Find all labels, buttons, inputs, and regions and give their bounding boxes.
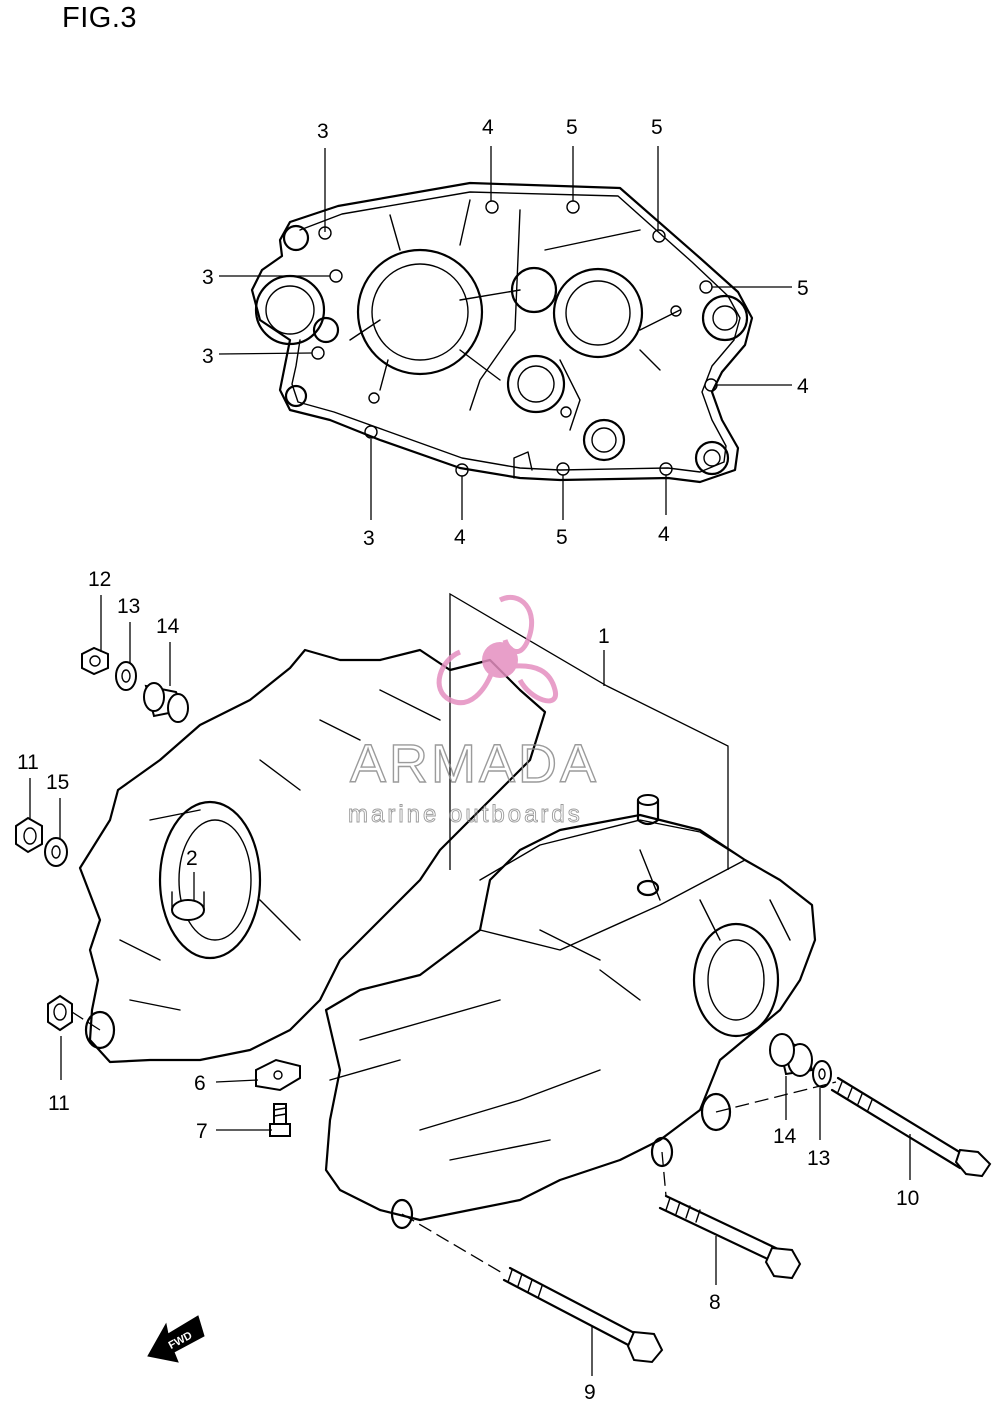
washer-15 bbox=[44, 837, 68, 867]
bolt-holes bbox=[311, 200, 718, 477]
bolt-9 bbox=[502, 1266, 664, 1364]
crankcase-assembly bbox=[78, 592, 817, 1230]
callout-11: 11 bbox=[48, 1092, 70, 1115]
callout-5: 5 bbox=[556, 526, 568, 549]
armada-watermark: ARMADA marine outboards bbox=[348, 594, 599, 828]
callout-14: 14 bbox=[773, 1125, 797, 1148]
callout-15: 15 bbox=[46, 771, 69, 794]
callout-4: 4 bbox=[797, 375, 809, 398]
callout-3: 3 bbox=[363, 527, 375, 550]
callout-13: 13 bbox=[117, 595, 140, 618]
callout-3: 3 bbox=[202, 266, 214, 289]
leader-lines bbox=[29, 146, 911, 1376]
callout-9: 9 bbox=[584, 1381, 596, 1404]
callout-5: 5 bbox=[651, 116, 663, 139]
bolt-10 bbox=[830, 1076, 992, 1178]
callout-labels: 3 3 3 3 4 4 4 4 5 5 5 5 1 2 12 13 14 11 … bbox=[17, 116, 919, 1404]
callout-6: 6 bbox=[194, 1072, 206, 1095]
callout-3: 3 bbox=[202, 345, 214, 368]
watermark-brand: ARMADA bbox=[350, 734, 599, 794]
callout-8: 8 bbox=[709, 1291, 721, 1314]
nut-12 bbox=[81, 646, 109, 676]
callout-1: 1 bbox=[598, 625, 610, 648]
callout-4: 4 bbox=[658, 523, 670, 546]
collar-14-top bbox=[143, 682, 189, 723]
propeller-logo-icon bbox=[436, 594, 558, 706]
figure-title: FIG.3 bbox=[62, 2, 138, 34]
callout-5: 5 bbox=[797, 277, 809, 300]
callout-14: 14 bbox=[156, 615, 180, 638]
nut-11-left bbox=[15, 816, 43, 854]
crankcase-face-view bbox=[250, 181, 754, 484]
callout-2: 2 bbox=[186, 847, 198, 870]
callout-7: 7 bbox=[196, 1120, 208, 1143]
callout-12: 12 bbox=[88, 568, 111, 591]
clamp-6 bbox=[255, 1058, 301, 1092]
bolt-8 bbox=[658, 1194, 802, 1280]
nut-11-lower bbox=[47, 994, 73, 1032]
callout-5: 5 bbox=[566, 116, 578, 139]
callout-13: 13 bbox=[807, 1147, 830, 1170]
collar-14-right bbox=[769, 1033, 814, 1077]
screw-7 bbox=[269, 1103, 291, 1137]
washer-13-right bbox=[812, 1060, 832, 1088]
fwd-direction-arrow: FWD bbox=[147, 1315, 205, 1363]
callout-4: 4 bbox=[454, 526, 466, 549]
callout-10: 10 bbox=[896, 1187, 919, 1210]
callout-4: 4 bbox=[482, 116, 494, 139]
watermark-tagline: marine outboards bbox=[348, 801, 583, 828]
callout-11: 11 bbox=[17, 751, 39, 774]
callout-3: 3 bbox=[317, 120, 329, 143]
washer-13-top bbox=[115, 661, 137, 691]
